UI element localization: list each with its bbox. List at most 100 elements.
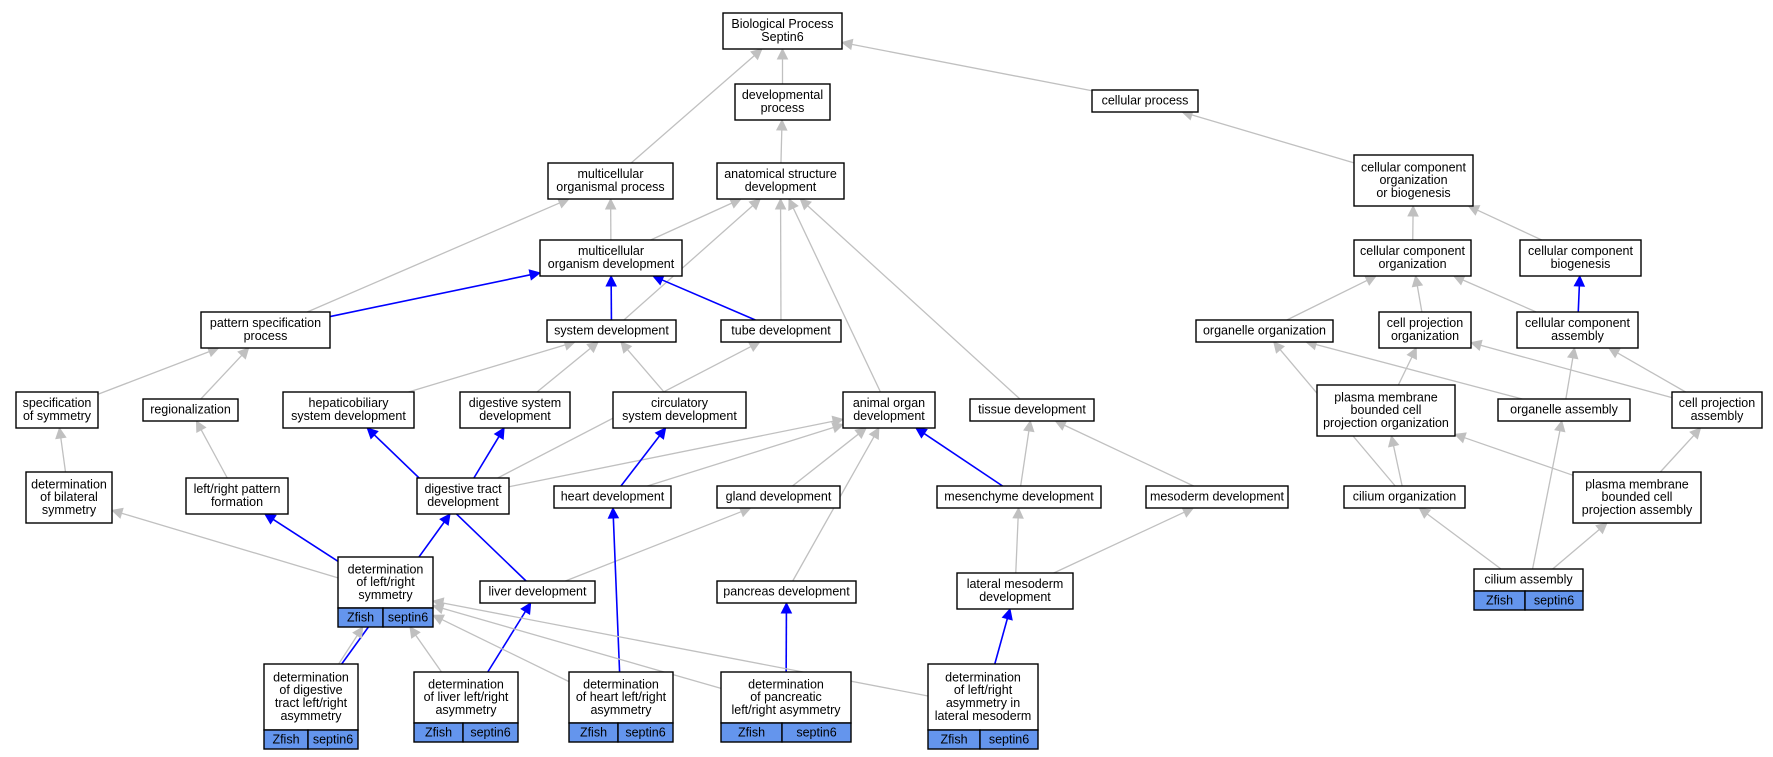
node-liver[interactable]: liver development <box>479 580 596 604</box>
node-box <box>413 671 519 724</box>
node-pancreas[interactable]: pancreas development <box>716 580 857 604</box>
node-orgasm[interactable]: organelle assembly <box>1497 398 1631 422</box>
edge-aod-to-anatdev <box>788 197 882 393</box>
node-mesoderm[interactable]: mesoderm development <box>1145 485 1289 509</box>
node-cilorg[interactable]: cilium organization <box>1343 485 1466 509</box>
node-cellproc[interactable]: cellular process <box>1091 89 1199 113</box>
edge-detdig-to-detlr <box>338 626 364 665</box>
node-box <box>722 12 843 50</box>
node-label-line: bounded cell <box>1602 490 1673 504</box>
edge-detpanc-to-pancreas <box>780 601 793 673</box>
node-label-line: left/right pattern <box>194 482 281 496</box>
node-box <box>416 477 510 515</box>
node-tissue[interactable]: tissue development <box>969 398 1095 422</box>
arrowhead <box>110 507 124 519</box>
node-heart[interactable]: heart development <box>553 485 672 509</box>
node-label-line: specification <box>23 396 92 410</box>
node-label-line: heart development <box>561 490 665 504</box>
edge-patspec-to-multiorg <box>306 197 570 313</box>
edge-detbil-to-specsym <box>55 426 67 473</box>
node-box <box>1519 239 1642 277</box>
node-box <box>479 580 596 604</box>
node-label-line: organelle assembly <box>1510 403 1618 417</box>
node-label-line: asymmetry <box>590 703 652 717</box>
node-label-line: symmetry <box>358 588 413 602</box>
edge-detlatmeso-to-latmeso <box>994 607 1013 665</box>
node-gland[interactable]: gland development <box>716 485 841 509</box>
node-label-line: determination <box>273 670 349 684</box>
edge-detliver-to-liver <box>487 602 532 673</box>
arrowhead <box>1469 339 1483 351</box>
node-tubedev[interactable]: tube development <box>720 319 842 343</box>
arrowhead <box>1573 274 1586 287</box>
node-label-line: determination <box>583 677 659 691</box>
arrowhead <box>780 601 793 614</box>
edge-detlr-to-lrpat <box>263 513 339 562</box>
arrowhead <box>654 427 667 440</box>
edge-detlr-to-detbil <box>110 507 339 579</box>
node-organorg[interactable]: organelle organization <box>1195 319 1334 343</box>
node-regional[interactable]: regionalization <box>142 398 239 422</box>
node-label-line: of digestive <box>279 683 342 697</box>
arrowhead <box>1411 274 1424 288</box>
node-box <box>1195 319 1334 343</box>
edge-specsym-to-patspec <box>97 346 220 395</box>
arrowhead <box>1407 204 1419 217</box>
node-label-line: digestive tract <box>424 482 502 496</box>
node-label-line: process <box>761 101 805 115</box>
edge-mesench-to-aod <box>914 427 1004 487</box>
node-label-line: determination <box>31 477 107 491</box>
arrowhead <box>750 48 763 61</box>
node-mesench[interactable]: mesenchyme development <box>936 485 1102 509</box>
edge-ccob-to-cellproc <box>1181 109 1355 164</box>
gene-label: septin6 <box>1534 594 1574 608</box>
node-sysdev[interactable]: system development <box>546 319 677 343</box>
edge-detliver-to-detlr <box>409 626 443 673</box>
node-label-line: developmental <box>742 88 823 102</box>
arrowhead <box>1566 346 1579 360</box>
gene-label: septin6 <box>625 726 665 740</box>
edge-cellproc-to-bp <box>840 38 1093 92</box>
node-label-line: biogenesis <box>1551 257 1611 271</box>
node-label-line: cellular component <box>1525 316 1630 330</box>
node-label-line: organismal process <box>556 180 664 194</box>
arrowhead <box>1023 419 1035 433</box>
node-label-line: asymmetry in <box>946 696 1020 710</box>
node-label-line: of liver left/right <box>424 690 509 704</box>
node-box <box>547 162 674 200</box>
node-label-line: multicellular <box>578 244 644 258</box>
edge-sysdev-to-anatdev <box>623 198 762 321</box>
node-box <box>612 391 747 429</box>
